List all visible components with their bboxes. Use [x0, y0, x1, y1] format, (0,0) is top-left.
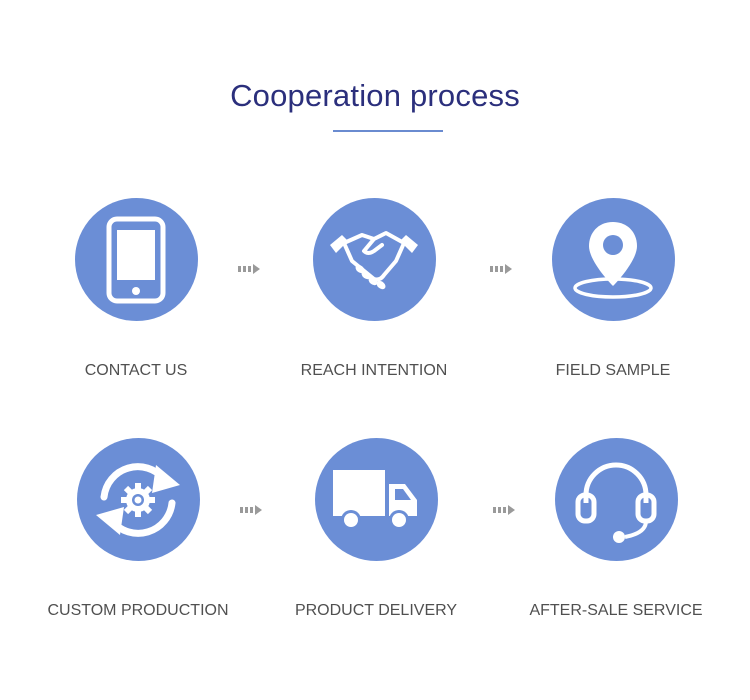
step-label: REACH INTENTION: [300, 362, 448, 379]
step-circle: [312, 198, 436, 321]
step-label: PRODUCT DELIVERY: [294, 602, 458, 619]
gear-cycle-icon: [96, 462, 180, 537]
step-reach-intention: REACH INTENTION: [254, 198, 494, 379]
title-underline: [333, 130, 443, 132]
arrow-icon: [240, 505, 262, 515]
step-label: AFTER-SALE SERVICE: [529, 602, 703, 619]
step-circle: [551, 198, 675, 321]
arrow-icon: [490, 264, 512, 274]
step-label: FIELD SAMPLE: [555, 362, 671, 379]
page-title: Cooperation process: [230, 78, 520, 113]
step-label: CUSTOM PRODUCTION: [47, 602, 229, 619]
step-circle: [76, 438, 200, 561]
phone-icon: [106, 216, 166, 303]
handshake-icon: [330, 230, 418, 289]
step-circle: [314, 438, 438, 561]
step-circle: [554, 438, 678, 561]
step-contact-us: CONTACT US: [16, 198, 256, 379]
map-pin-icon: [573, 221, 653, 299]
step-product-delivery: PRODUCT DELIVERY: [256, 438, 496, 619]
step-circle: [74, 198, 198, 321]
headset-icon: [575, 462, 657, 543]
truck-icon: [333, 469, 417, 530]
arrow-icon: [238, 264, 260, 274]
step-field-sample: FIELD SAMPLE: [493, 198, 733, 379]
step-label: CONTACT US: [84, 362, 188, 379]
step-after-sale-service: AFTER-SALE SERVICE: [496, 438, 736, 619]
step-custom-production: CUSTOM PRODUCTION: [18, 438, 258, 619]
arrow-icon: [493, 505, 515, 515]
